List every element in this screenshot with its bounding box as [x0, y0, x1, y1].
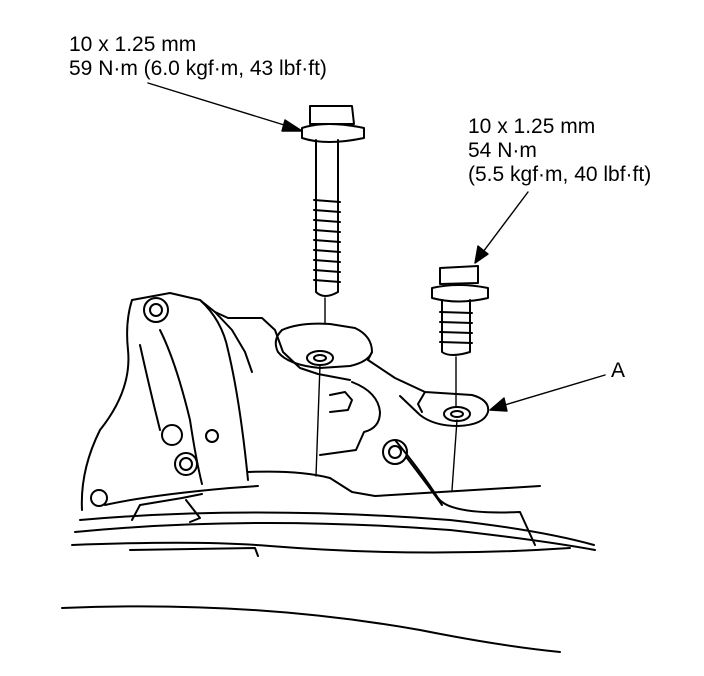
callout-bolt-right: 10 x 1.25 mm 54 N·m (5.5 kgf·m, 40 lbf·f… [468, 115, 651, 187]
bolt-right-size: 10 x 1.25 mm [468, 115, 596, 138]
bolt-right-torque-alt: (5.5 kgf·m, 40 lbf·ft) [468, 163, 652, 186]
leader-arrows [147, 82, 606, 412]
lower-flange [61, 511, 596, 653]
callout-bolt-left: 10 x 1.25 mm 59 N·m (6.0 kgf·m, 43 lbf·f… [69, 33, 327, 81]
part-a-label: A [611, 359, 626, 382]
bolt-short-icon [431, 265, 489, 491]
bolt-left-size: 10 x 1.25 mm [69, 33, 197, 56]
bolt-long-icon [301, 105, 365, 477]
bolt-left-torque: 59 N·m (6.0 kgf·m, 43 lbf·ft) [69, 57, 327, 80]
engine-block [80, 292, 541, 546]
bolt-right-torque: 54 N·m [468, 139, 537, 162]
